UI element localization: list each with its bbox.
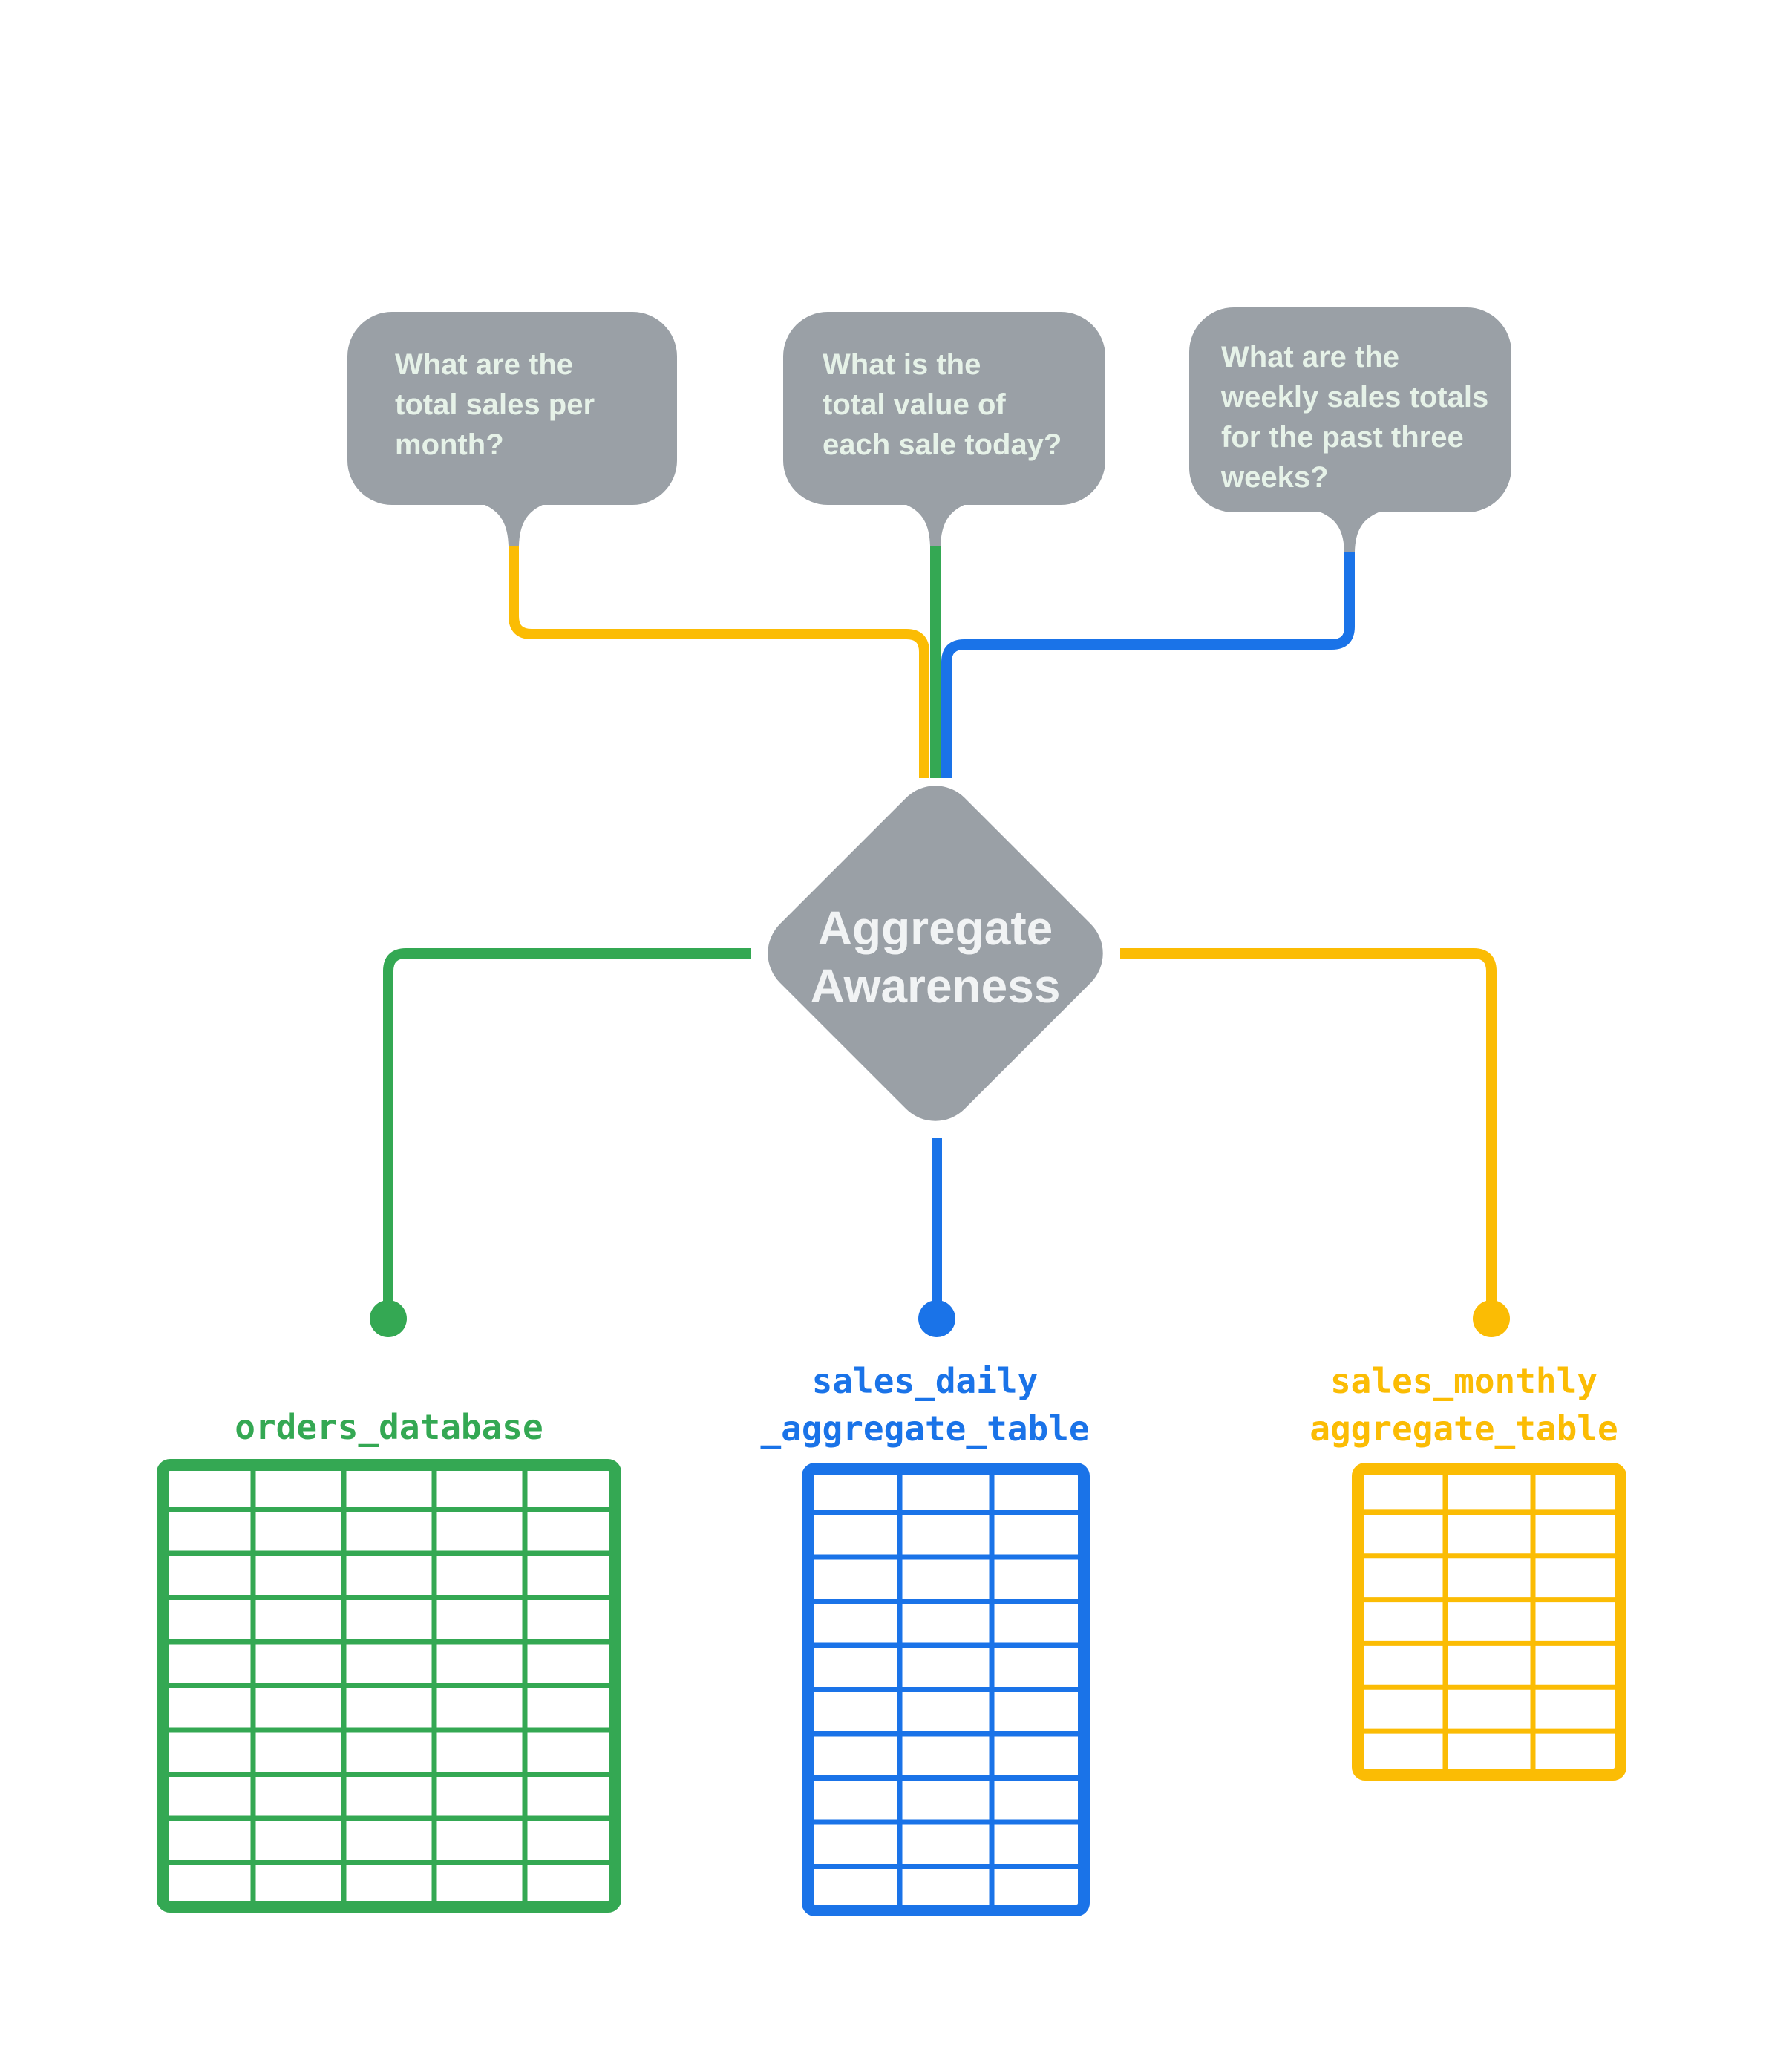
speech-bubble-daily-sale-value: What is the total value of each sale tod… [783, 312, 1105, 546]
speech-bubble-weekly-totals: What are the weekly sales totals for the… [1189, 307, 1511, 552]
table-label-daily-aggregate-line2: _aggregate_table [760, 1409, 1089, 1449]
bubble-text-line: each sale today? [823, 428, 1062, 461]
bubble-text-line: total value of [823, 388, 1006, 421]
bubble-body [1189, 307, 1511, 512]
bubble-text-line: What is the [823, 348, 981, 381]
table-sales-daily-aggregate [802, 1463, 1090, 1916]
bubble-text-line: total sales per [395, 388, 595, 421]
table-outer-border [1352, 1463, 1626, 1781]
connector-weekly-question-to-diamond [941, 552, 1355, 778]
bubble-tail [1317, 511, 1382, 552]
bubble-tail [903, 503, 968, 546]
endpoint-dot-monthly-aggregate [1473, 1300, 1510, 1337]
table-label-daily-aggregate-line1: sales_daily [812, 1361, 1039, 1401]
table-outer-border [157, 1459, 621, 1913]
bubble-text-line: What are the [395, 348, 573, 381]
bubble-body [347, 312, 677, 505]
bubble-text-line: month? [395, 428, 504, 461]
table-label-orders-database: orders_database [235, 1407, 543, 1447]
endpoint-dot-daily-aggregate [918, 1300, 955, 1337]
bubble-body [783, 312, 1105, 505]
connector-diamond-to-orders-database [383, 948, 751, 1305]
endpoint-dot-orders-database [370, 1300, 407, 1337]
bubble-text-line: weekly sales totals [1220, 381, 1488, 414]
diamond-title-line: Awareness [811, 959, 1061, 1013]
table-orders-database [157, 1459, 621, 1913]
diamond-shape [768, 786, 1103, 1121]
table-sales-monthly-aggregate [1352, 1463, 1626, 1781]
bubble-tail [481, 503, 546, 546]
table-label-monthly-aggregate-line2: aggregate_table [1309, 1409, 1618, 1449]
connector-monthly-question-to-diamond [509, 546, 929, 778]
bubble-text-line: for the past three [1221, 421, 1464, 454]
speech-bubble-monthly-sales: What are the total sales per month? [347, 312, 677, 546]
aggregate-awareness-diamond: Aggregate Awareness [768, 786, 1103, 1121]
bubble-text-line: weeks? [1220, 461, 1329, 494]
table-label-monthly-aggregate-line1: sales_monthly [1330, 1361, 1598, 1401]
diamond-title-line: Aggregate [818, 901, 1053, 955]
connector-diamond-to-monthly-aggregate [1120, 948, 1497, 1305]
bubble-text-line: What are the [1221, 341, 1399, 373]
table-outer-border [802, 1463, 1090, 1916]
